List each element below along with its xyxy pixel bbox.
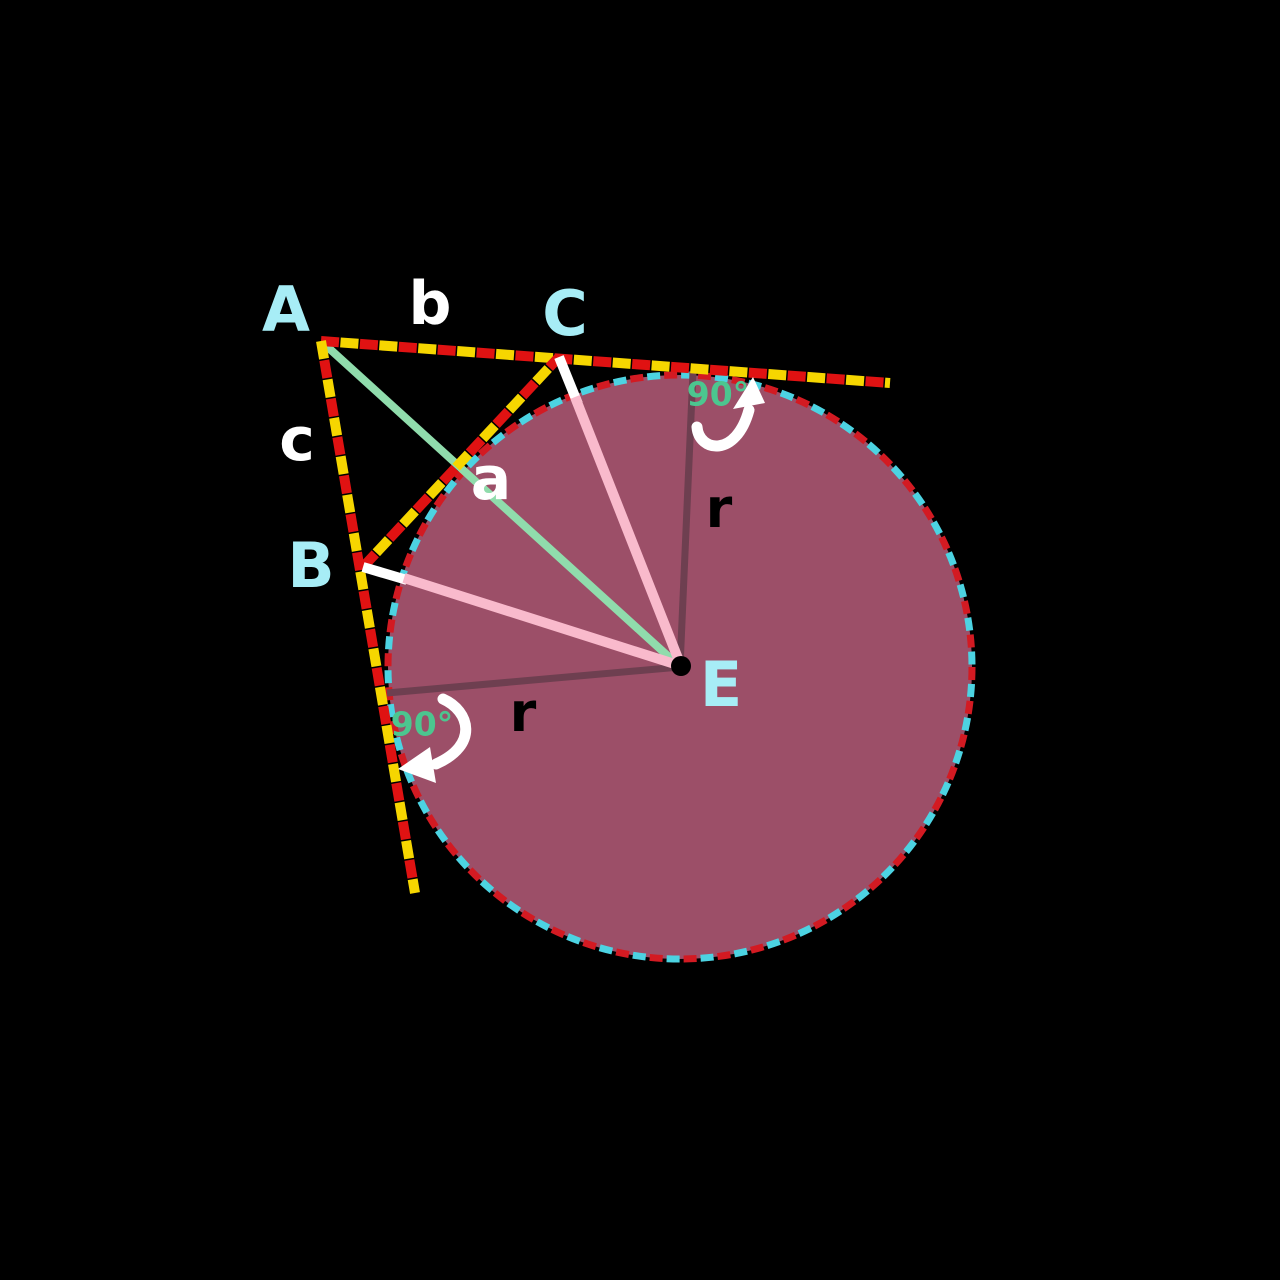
line-B-to-E <box>402 573 683 671</box>
radius-label-lower: r <box>509 681 537 744</box>
excenter-label-E: E <box>699 648 743 721</box>
tangent-line-AB-yellow <box>316 340 420 894</box>
tangent-line-AC-red <box>320 336 891 388</box>
stub-C-white <box>554 355 583 406</box>
right-angle-label-lower: 90° <box>390 704 454 744</box>
vertex-label-B: B <box>287 529 335 602</box>
stub-B-white <box>361 562 409 585</box>
line-C-to-E <box>570 395 686 668</box>
radius-line-upper <box>676 370 697 668</box>
radius-label-upper: r <box>705 477 733 540</box>
curved-arrow-lower-arc <box>430 693 472 770</box>
vertex-label-A: A <box>262 273 310 346</box>
line-A-to-E <box>318 338 683 670</box>
excircle-border-red-dashes <box>384 371 976 963</box>
side-label-c: c <box>279 405 315 475</box>
curved-arrow-lower-head <box>398 747 436 783</box>
vertex-label-C: C <box>542 277 588 350</box>
side-label-b: b <box>408 269 452 339</box>
curved-arrow-icon-upper <box>691 377 765 452</box>
curved-arrow-upper-head <box>733 377 765 409</box>
curved-arrow-icon-lower <box>398 693 472 783</box>
excenter-dot <box>671 656 691 676</box>
side-BC-red <box>359 353 563 571</box>
side-BC-yellow <box>359 353 563 571</box>
curved-arrow-upper-arc <box>691 404 755 452</box>
right-angle-label-upper: 90° <box>686 374 750 414</box>
side-label-a: a <box>470 444 512 514</box>
radius-line-lower <box>386 663 681 697</box>
